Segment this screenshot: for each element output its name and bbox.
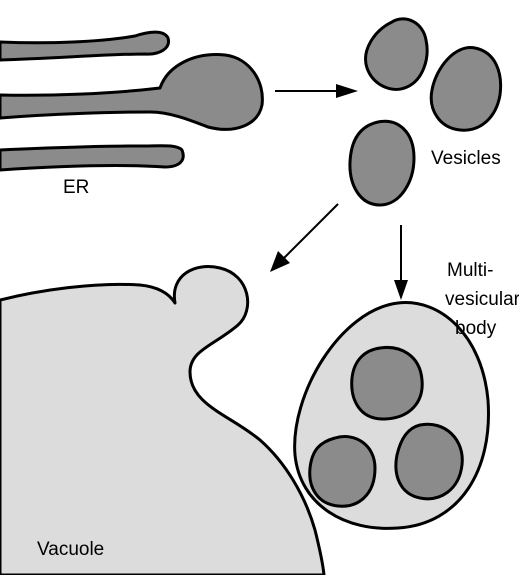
arrow-vesicles-to-mvb xyxy=(394,225,408,300)
mvb-label-line1: Multi- xyxy=(447,260,493,281)
vacuole xyxy=(0,267,324,575)
er-label: ER xyxy=(63,177,89,198)
vesicles-label: Vesicles xyxy=(431,148,501,169)
vacuole-label: Vacuole xyxy=(37,539,104,560)
arrow-vesicles-to-vacuole xyxy=(270,204,338,272)
er-tubule-bulb xyxy=(0,55,262,130)
vesicle-right xyxy=(431,48,500,131)
mvb-label-line3: body xyxy=(455,318,497,339)
vesicle-middle xyxy=(350,121,414,205)
arrow-er-to-vesicles xyxy=(275,84,358,98)
er-tubule-top xyxy=(0,32,168,60)
mvb-label-line2: vesicular xyxy=(445,289,519,310)
er-tubule-bottom xyxy=(0,146,183,170)
mvb-inner-vesicle-left xyxy=(310,437,375,507)
vesicle-top xyxy=(366,19,428,89)
mvb-inner-vesicle-top xyxy=(352,347,422,419)
mvb-inner-vesicle-right xyxy=(396,424,462,499)
